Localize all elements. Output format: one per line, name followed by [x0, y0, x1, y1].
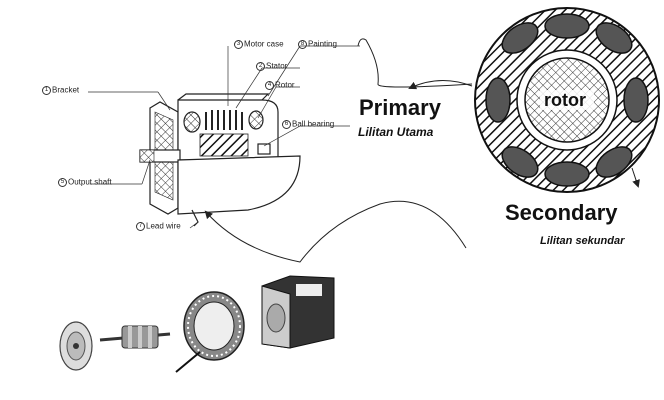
primary-title: Primary [359, 95, 441, 120]
exploded-view [59, 275, 335, 373]
primary-subtitle: Lilitan Utama [358, 125, 434, 139]
secondary-title: Secondary [505, 200, 618, 225]
rotor-part [99, 325, 171, 349]
cutaway-motor [139, 93, 301, 227]
secondary-subtitle: Lilitan sekundar [540, 235, 625, 247]
end-cap [59, 321, 93, 371]
motor-cross-section [474, 7, 660, 193]
stator-part [175, 291, 245, 373]
housing-part [261, 275, 335, 349]
connector-lines [204, 38, 640, 263]
rotor-label: rotor [544, 90, 586, 110]
